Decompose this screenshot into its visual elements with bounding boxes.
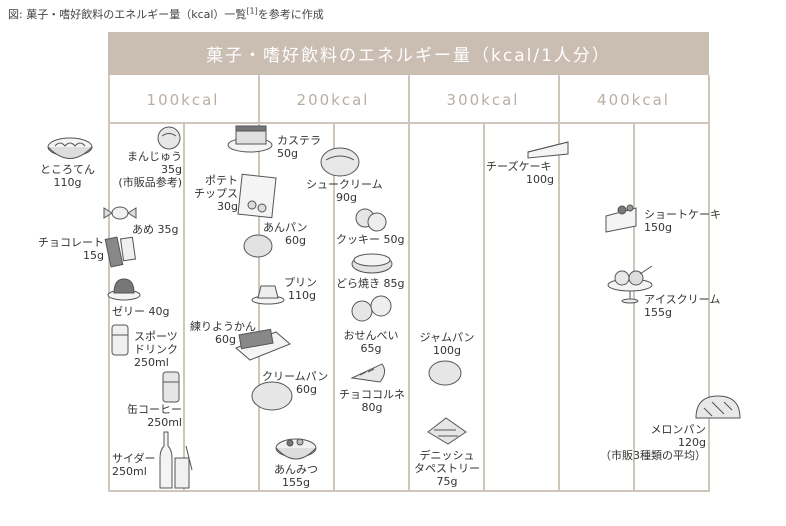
choco-cornet-icon: [350, 363, 386, 383]
cheesecake-icon: [527, 141, 569, 159]
cream-pan-icon: [251, 381, 293, 411]
label-cookie: クッキー 50g: [336, 233, 405, 246]
chocolate-icon: [104, 236, 137, 268]
pudding-icon: [251, 285, 285, 305]
col-400kcal: 400kcal: [597, 90, 670, 109]
sports-drink-icon: [111, 324, 129, 356]
tokoroten-icon: [47, 137, 93, 159]
shortcake-icon: [605, 204, 637, 233]
coffee-can-icon: [162, 371, 180, 403]
label-jelly: ゼリー 40g: [112, 305, 170, 318]
candy-icon: [103, 206, 137, 220]
manjuu-icon: [157, 126, 181, 150]
col-200kcal: 200kcal: [296, 90, 370, 109]
col-300kcal: 300kcal: [446, 90, 520, 109]
potato-chips-icon: [237, 173, 277, 219]
choux-icon: [320, 147, 360, 177]
melon-pan-icon: [695, 395, 741, 419]
cookie-icon: [355, 208, 387, 232]
dorayaki-icon: [351, 253, 393, 274]
figure-caption: 図: 菓子・嗜好飲料のエネルギー量（kcal）一覧[1]を参考に作成: [8, 6, 324, 21]
label-dorayaki: どら焼き 85g: [336, 277, 405, 290]
yokan-icon: [235, 328, 291, 361]
label-ame: あめ 35g: [132, 223, 179, 236]
ice-cream-icon: [607, 265, 653, 304]
jelly-icon: [107, 278, 141, 301]
chart-title: 菓子・嗜好飲料のエネルギー量（kcal/1人分）: [108, 32, 709, 75]
column-headers: 100kcal 200kcal 300kcal 400kcal: [108, 76, 709, 123]
anpan-icon: [243, 234, 273, 258]
col-100kcal: 100kcal: [146, 90, 220, 109]
jam-pan-icon: [428, 360, 462, 386]
senbei-icon: [351, 295, 392, 322]
anmitsu-icon: [275, 438, 317, 460]
castella-icon: [227, 125, 273, 153]
cider-icon: [159, 431, 193, 489]
danish-icon: [427, 417, 467, 445]
